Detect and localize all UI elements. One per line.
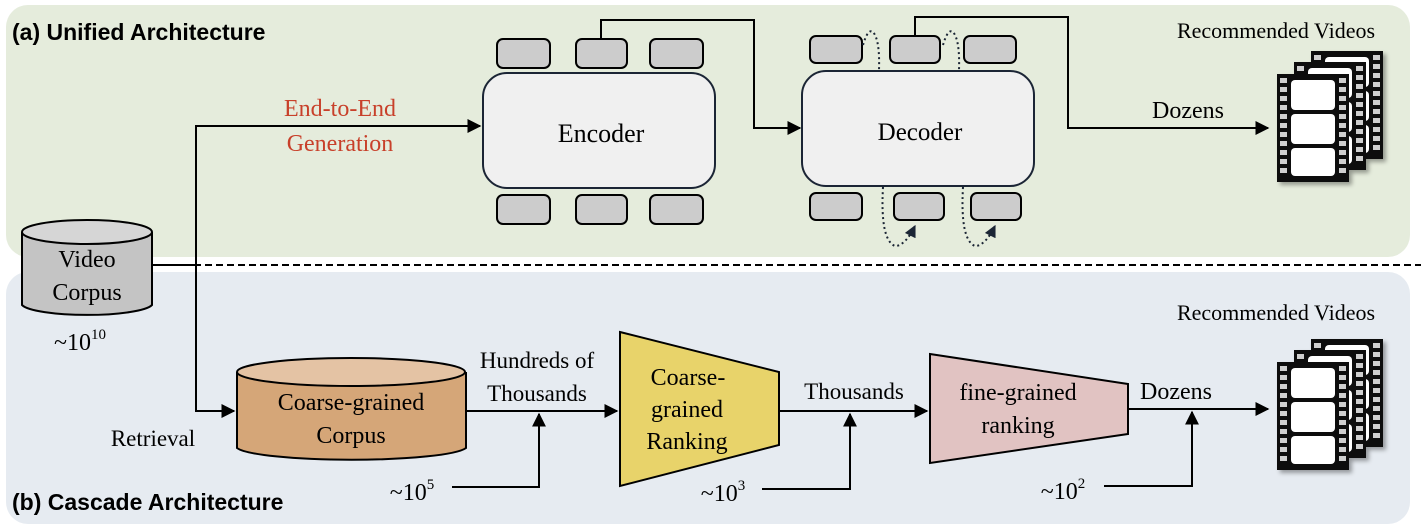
coarse-ranking-label-1: Coarse- bbox=[651, 365, 726, 391]
token bbox=[963, 35, 1017, 64]
panel-a-output-label: Dozens bbox=[1152, 98, 1224, 124]
coarse-corpus-label-1: Coarse-grained bbox=[278, 390, 425, 416]
token bbox=[649, 38, 704, 69]
generation-label-2: Generation bbox=[287, 131, 394, 157]
encoder-block bbox=[482, 72, 716, 189]
stage2-scale: ~103 bbox=[701, 478, 745, 507]
fine-ranking-label-1: fine-grained bbox=[959, 380, 1076, 406]
token bbox=[496, 194, 551, 225]
coarse-ranking-label-2: grained bbox=[651, 397, 723, 423]
stage2-scale-arrow bbox=[762, 412, 857, 490]
stage3-scale-arrow bbox=[1104, 410, 1199, 487]
fine-ranking-label-2: ranking bbox=[981, 413, 1054, 439]
stage3-scale: ~102 bbox=[1041, 476, 1085, 505]
token bbox=[575, 38, 628, 69]
decoder-block bbox=[801, 70, 1035, 187]
panel-b-title: (b) Cascade Architecture bbox=[12, 489, 283, 515]
coarse-grained-corpus-cylinder: Coarse-grained Corpus bbox=[236, 357, 467, 461]
token bbox=[575, 194, 628, 225]
stage1-scale: ~105 bbox=[390, 477, 434, 506]
retrieval-label: Retrieval bbox=[111, 426, 195, 451]
token bbox=[889, 35, 941, 64]
token bbox=[496, 38, 551, 69]
stage3-out-label: Dozens bbox=[1140, 379, 1212, 405]
stage1-scale-arrow bbox=[452, 412, 546, 488]
generation-label-1: End-to-End bbox=[284, 96, 396, 122]
token bbox=[809, 192, 863, 221]
panel-a-recommended-label: Recommended Videos bbox=[1177, 18, 1375, 43]
panel-a-title: (a) Unified Architecture bbox=[12, 19, 265, 45]
encoder-input-tokens bbox=[496, 38, 704, 69]
decoder-to-output-arrow bbox=[914, 16, 1270, 135]
stage2-out-label: Thousands bbox=[804, 379, 904, 404]
token bbox=[809, 35, 863, 64]
retrieval-arrow bbox=[195, 265, 236, 418]
video-corpus-scale: ~1010 bbox=[54, 327, 106, 356]
video-corpus-cylinder: Video Corpus bbox=[21, 219, 153, 316]
autoregressive-loops bbox=[862, 30, 996, 248]
encoder-output-tokens bbox=[496, 194, 704, 225]
coarse-ranking-stage bbox=[619, 330, 780, 488]
token bbox=[649, 194, 704, 225]
decoder-top-tokens bbox=[809, 35, 1017, 64]
stage1-out-label-1: Hundreds of bbox=[480, 348, 595, 373]
coarse-ranking-label-3: Ranking bbox=[646, 429, 727, 455]
panel-b-recommended-label: Recommended Videos bbox=[1177, 300, 1375, 325]
fine-ranking-stage bbox=[929, 352, 1129, 465]
coarse-corpus-label-2: Corpus bbox=[316, 423, 385, 449]
encoder-to-decoder-arrow bbox=[600, 19, 802, 135]
token bbox=[970, 192, 1022, 221]
stage1-out-label-2: Thousands bbox=[487, 381, 587, 406]
encoder-label: Encoder bbox=[558, 119, 645, 148]
decoder-bottom-tokens bbox=[809, 192, 1022, 221]
video-corpus-label-2: Corpus bbox=[52, 280, 121, 306]
token bbox=[893, 192, 945, 221]
video-corpus-label-1: Video bbox=[58, 247, 115, 273]
decoder-label: Decoder bbox=[878, 119, 963, 146]
